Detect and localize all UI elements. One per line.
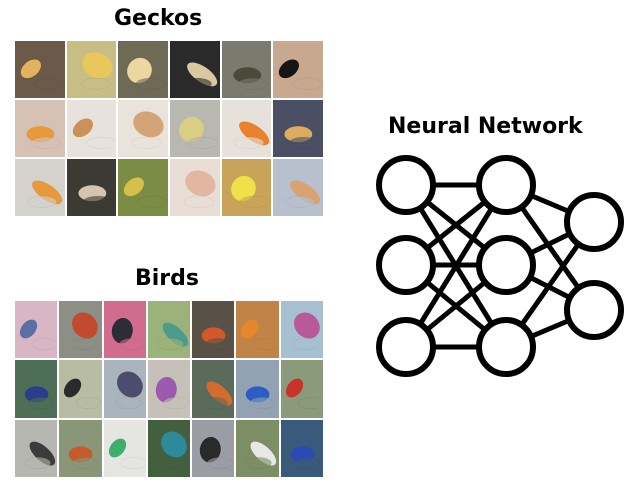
gecko-photo: [170, 159, 222, 216]
gecko-photo: [221, 41, 274, 98]
gecko-row: [15, 41, 323, 98]
network-title: Neural Network: [388, 114, 583, 139]
bird-photo: [192, 301, 237, 359]
gecko-photo: [221, 159, 274, 216]
bird-photo: [147, 301, 193, 359]
bird-image-grid: [15, 301, 323, 477]
gecko-photo: [170, 100, 222, 157]
gecko-photo: [15, 159, 67, 216]
bird-photo: [192, 419, 237, 477]
bird-photo: [59, 360, 104, 418]
network-node: [564, 192, 624, 252]
gecko-photo: [273, 41, 323, 98]
bird-photo: [147, 419, 193, 477]
bird-photo: [59, 419, 104, 477]
gecko-photo: [15, 100, 67, 157]
bird-row: [15, 419, 323, 477]
bird-row: [15, 301, 323, 359]
network-edge: [403, 183, 509, 349]
bird-photo: [15, 360, 60, 418]
geckos-title: Geckos: [114, 6, 203, 31]
bird-photo: [192, 360, 237, 418]
gecko-photo: [273, 159, 323, 216]
bird-photo: [280, 301, 323, 359]
neural-network-diagram: [376, 155, 624, 377]
bird-photo: [236, 419, 281, 477]
gecko-photo: [118, 100, 171, 157]
network-node: [376, 235, 436, 295]
bird-photo: [103, 419, 148, 477]
gecko-photo: [221, 100, 274, 157]
bird-photo: [280, 360, 323, 418]
bird-photo: [147, 360, 193, 418]
gecko-row: [15, 159, 323, 216]
bird-photo: [280, 419, 323, 477]
network-node: [476, 155, 536, 215]
bird-photo: [236, 301, 281, 359]
gecko-photo: [66, 41, 119, 98]
gecko-photo: [118, 159, 171, 216]
network-node: [476, 317, 536, 377]
gecko-photo: [170, 41, 222, 98]
bird-photo: [103, 360, 148, 418]
gecko-photo: [66, 100, 119, 157]
birds-title: Birds: [135, 266, 200, 291]
gecko-row: [15, 100, 323, 157]
gecko-photo: [66, 159, 119, 216]
bird-row: [15, 360, 323, 418]
gecko-photo: [15, 41, 67, 98]
bird-photo: [15, 419, 60, 477]
bird-photo: [15, 301, 60, 359]
bird-photo: [236, 360, 281, 418]
gecko-image-grid: [15, 41, 323, 216]
network-node: [564, 280, 624, 340]
gecko-photo: [273, 100, 323, 157]
gecko-photo: [118, 41, 171, 98]
bird-photo: [59, 301, 104, 359]
network-node: [476, 235, 536, 295]
network-node: [376, 155, 436, 215]
bird-photo: [103, 301, 148, 359]
network-node: [376, 317, 436, 377]
